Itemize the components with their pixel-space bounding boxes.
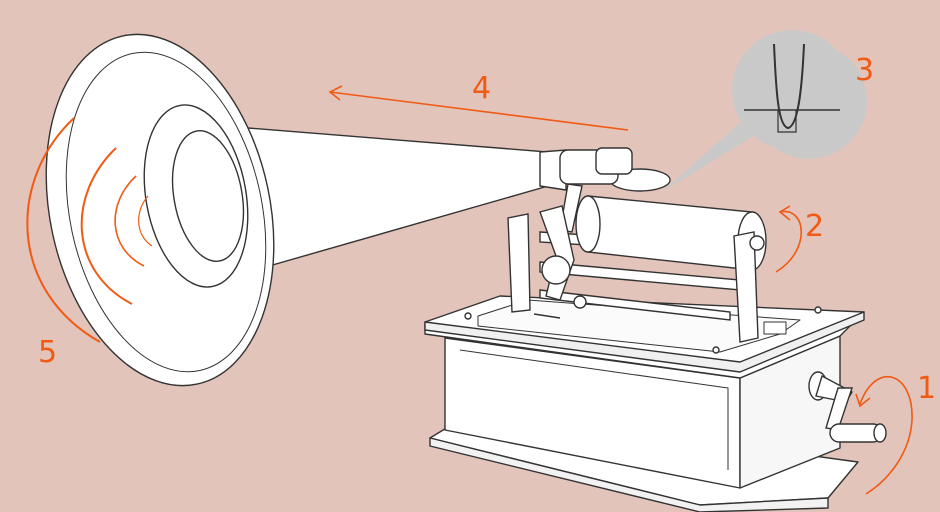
carriage-lever [533, 313, 561, 319]
cylinder-start [575, 195, 601, 253]
sound-travel-arrow [328, 85, 629, 131]
label-3: 3 [855, 53, 874, 88]
crank-rotation-arrow-curve [859, 375, 913, 495]
sound-wave-middle [80, 147, 133, 305]
stylus-needle [773, 43, 805, 130]
horn-throat-inner [171, 130, 245, 262]
sound-wave-innermost [138, 195, 153, 247]
crank-rotation-arrow-head [855, 393, 871, 408]
groove-outline [777, 110, 797, 133]
right-frame [733, 231, 759, 343]
cylinder-mechanism [507, 195, 767, 343]
lid-plaque [763, 321, 787, 335]
cabinet-front-inset [459, 349, 729, 470]
sound-wave-outer [26, 117, 101, 343]
label-4: 4 [472, 71, 491, 106]
crank-grip-end [873, 423, 887, 443]
reproducer [559, 147, 671, 233]
reproducer-cap [595, 147, 633, 175]
carriage-wheel [541, 255, 571, 285]
cylinder-rotation-arrow [775, 205, 802, 273]
label-5: 5 [38, 335, 57, 370]
label-2: 2 [805, 209, 824, 244]
groove-callout [662, 30, 867, 193]
lid-screw-right [814, 306, 822, 314]
cylinder-axle [749, 235, 765, 251]
crank-handle [808, 371, 887, 443]
label-1: 1 [917, 371, 936, 406]
cabinet [424, 295, 865, 512]
left-frame [507, 213, 531, 313]
lid-screw-front [712, 346, 720, 354]
sound-waves [26, 117, 153, 343]
cabinet-plinth-edge [429, 437, 829, 512]
crank-rotation-arrow [855, 375, 913, 495]
cylinder-rotation-arrow-curve [775, 210, 802, 273]
sound-wave-inner [114, 175, 145, 267]
lid-screw-left [464, 312, 472, 320]
feed-rod-lower [539, 289, 731, 321]
sound-travel-arrow-head [328, 85, 343, 101]
callout-bubble [732, 30, 852, 150]
carriage-knob [573, 295, 587, 309]
horn [45, 33, 567, 387]
cabinet-lid-edge [424, 311, 865, 373]
horn-bell-rim [65, 51, 267, 373]
sound-travel-arrow-shaft [329, 91, 629, 131]
cylinder-rotation-arrow-head [778, 205, 791, 221]
